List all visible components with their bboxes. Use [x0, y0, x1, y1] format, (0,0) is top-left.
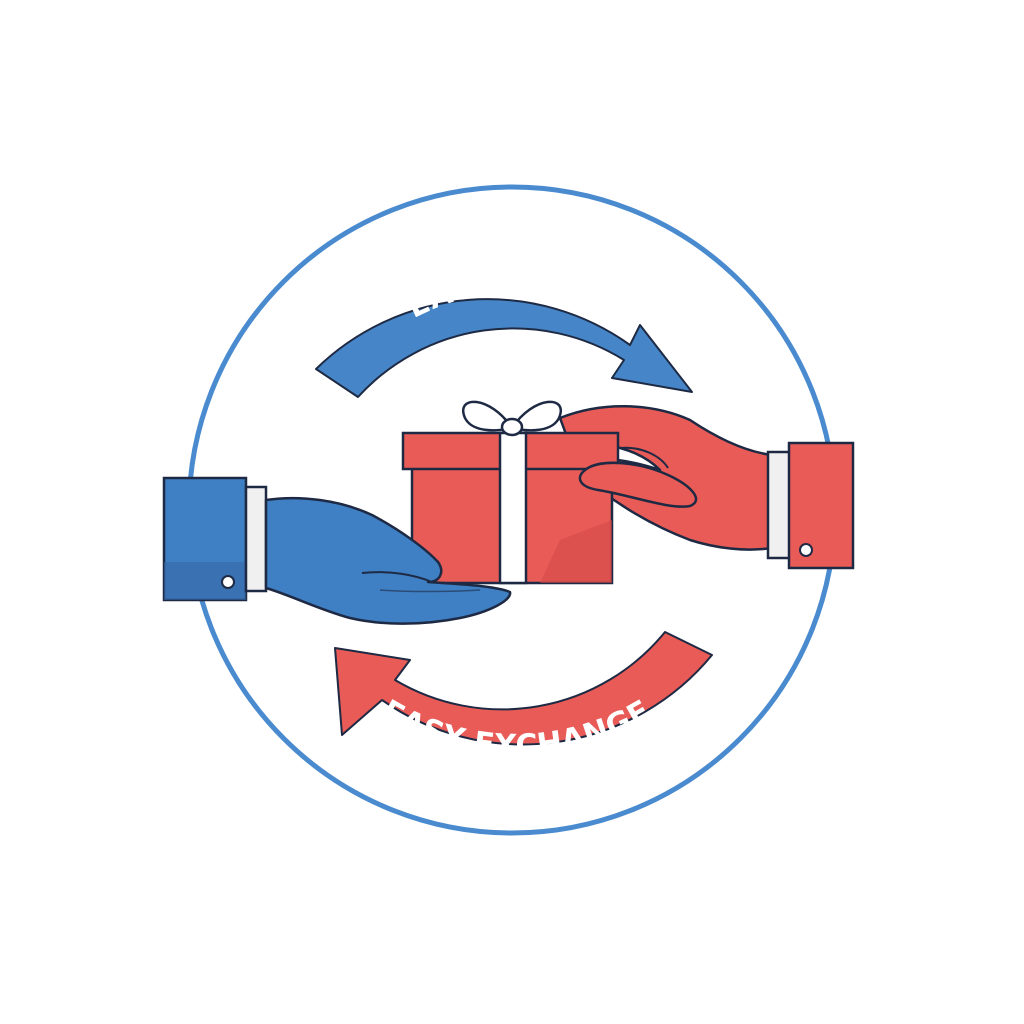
giving-hand-icon: [162, 476, 512, 625]
curved-arrow-left-icon: [334, 631, 713, 746]
receiving-hand-fingers: [578, 461, 698, 508]
curved-arrow-right-icon: [315, 298, 693, 398]
gift-box-icon: [401, 400, 620, 585]
